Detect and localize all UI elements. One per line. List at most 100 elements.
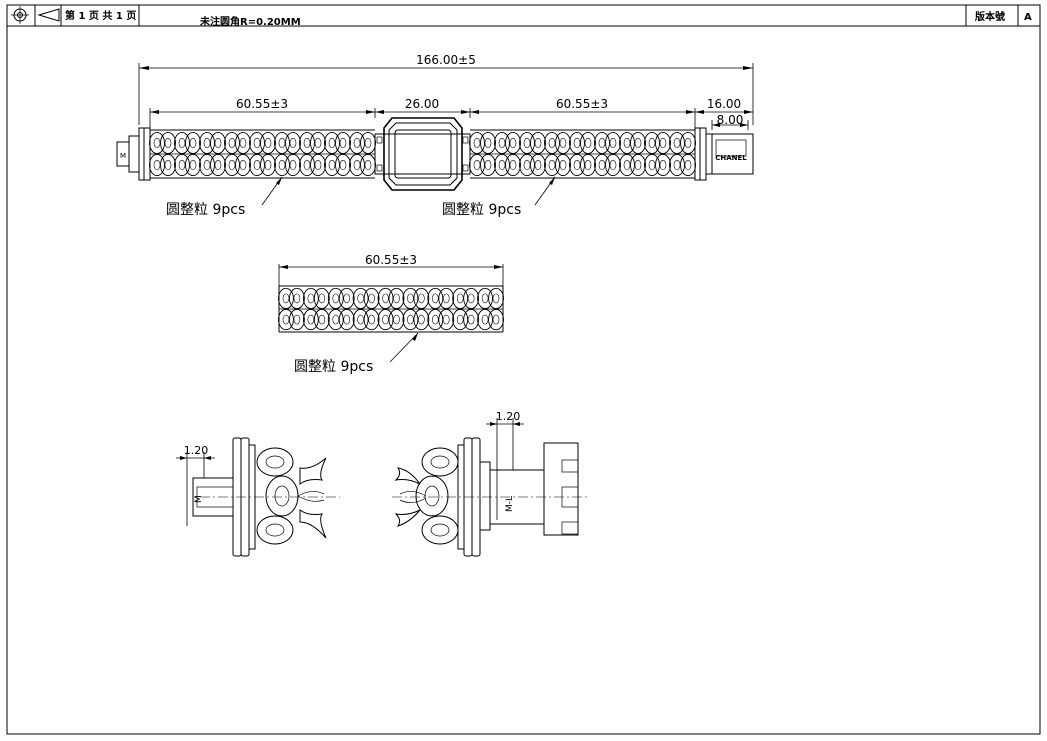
left-detail-view: 1.20 M (176, 437, 340, 557)
right-chain-length-value: 60.55±3 (556, 97, 608, 111)
chain-link (274, 154, 301, 177)
chain-link (402, 309, 430, 331)
drawing-border (6, 4, 1041, 735)
left-detail-dimension (176, 452, 215, 526)
version-value: A (1024, 12, 1032, 23)
middle-view: 60.55±3 圆整粒 9pcs (278, 253, 504, 375)
general-note: 未注圆角R=0.20MM (199, 15, 301, 28)
segment-dimensions (150, 110, 753, 127)
chain-link (174, 154, 201, 177)
right-detail-chain-links (394, 447, 459, 545)
top-view: 166.00±5 60.55±3 26.00 60.55±3 16.00 8.0… (116, 53, 754, 218)
chain-link (519, 131, 546, 154)
chain-link (274, 131, 301, 154)
chain-link (494, 154, 521, 177)
middle-chain-links (278, 287, 504, 331)
middle-view-leader (389, 332, 419, 363)
chain-link (469, 154, 496, 177)
overall-length-dimension (139, 66, 753, 70)
chain-link (377, 309, 405, 331)
version-label: 版本號 (975, 10, 1005, 23)
chain-link (569, 131, 596, 154)
left-chain-links (149, 131, 376, 177)
projection-symbol-icon (11, 5, 62, 26)
chain-link (224, 154, 251, 177)
chain-link (324, 131, 351, 154)
chain-link (299, 131, 326, 154)
sheet-number-label: 第 1 页 共 1 页 (65, 9, 136, 22)
chain-link (494, 131, 521, 154)
chain-link (477, 287, 504, 309)
chain-link (619, 131, 646, 154)
right-chain-links (469, 131, 696, 177)
chain-link (519, 154, 546, 177)
chain-link (644, 131, 671, 154)
chain-link (327, 309, 355, 331)
chain-link (427, 309, 455, 331)
chain-link (149, 131, 176, 154)
chain-link (377, 287, 405, 309)
clasp-brand-engraving: CHANEL (715, 154, 747, 162)
middle-chain-band (278, 285, 504, 333)
watch-case (374, 117, 471, 191)
left-detail-end-rings (232, 437, 256, 557)
chain-link (544, 131, 571, 154)
chain-link (402, 287, 430, 309)
left-detail-chain-links (256, 447, 327, 545)
chain-link (569, 154, 596, 177)
chain-link (149, 154, 176, 177)
middle-chain-callout: 圆整粒 9pcs (294, 359, 373, 375)
right-detail-view: 1.20 M-L (392, 410, 588, 557)
left-chain-callout: 圆整粒 9pcs (166, 202, 245, 218)
chain-link (199, 131, 226, 154)
chain-link (352, 287, 380, 309)
left-detail-size-label: M (194, 495, 204, 503)
chain-link (302, 287, 330, 309)
chain-link (427, 287, 455, 309)
right-detail-dimension (486, 418, 524, 520)
chain-link (278, 309, 305, 331)
chain-link (594, 131, 621, 154)
clasp (694, 127, 754, 181)
chain-link (302, 309, 330, 331)
chain-link (544, 154, 571, 177)
right-detail-size-label: M-L (505, 496, 515, 512)
chain-link (249, 131, 276, 154)
chain-link (669, 154, 696, 177)
left-detail-dim-value: 1.20 (184, 444, 209, 457)
left-chain-length-value: 60.55±3 (236, 97, 288, 111)
right-detail-clasp (479, 442, 579, 536)
right-chain-band (469, 129, 696, 179)
chain-link (644, 154, 671, 177)
chain-link (452, 309, 480, 331)
chain-link (594, 154, 621, 177)
chain-link (327, 287, 355, 309)
top-view-leaders (261, 176, 556, 206)
clasp-length-value: 16.00 (707, 97, 741, 111)
svg-text:M: M (120, 152, 126, 160)
clasp-inner-length-value: 8.00 (717, 113, 744, 127)
middle-chain-dimension (278, 264, 504, 292)
middle-chain-length-value: 60.55±3 (365, 253, 417, 267)
chain-link (174, 131, 201, 154)
chain-link (619, 154, 646, 177)
chain-link (477, 309, 504, 331)
chain-link (669, 131, 696, 154)
right-chain-callout: 圆整粒 9pcs (442, 202, 521, 218)
chain-link (469, 131, 496, 154)
chain-link (349, 131, 376, 154)
case-width-value: 26.00 (405, 97, 439, 111)
top-view-extension-lines (138, 63, 754, 130)
chain-link (352, 309, 380, 331)
chain-link (199, 154, 226, 177)
left-chain-band (149, 129, 376, 179)
chain-link (324, 154, 351, 177)
chain-link (452, 287, 480, 309)
right-detail-dim-value: 1.20 (496, 410, 521, 423)
overall-length-value: 166.00±5 (416, 53, 476, 67)
left-end-fitting: M (116, 127, 151, 181)
chain-link (299, 154, 326, 177)
chain-link (224, 131, 251, 154)
chain-link (278, 287, 305, 309)
